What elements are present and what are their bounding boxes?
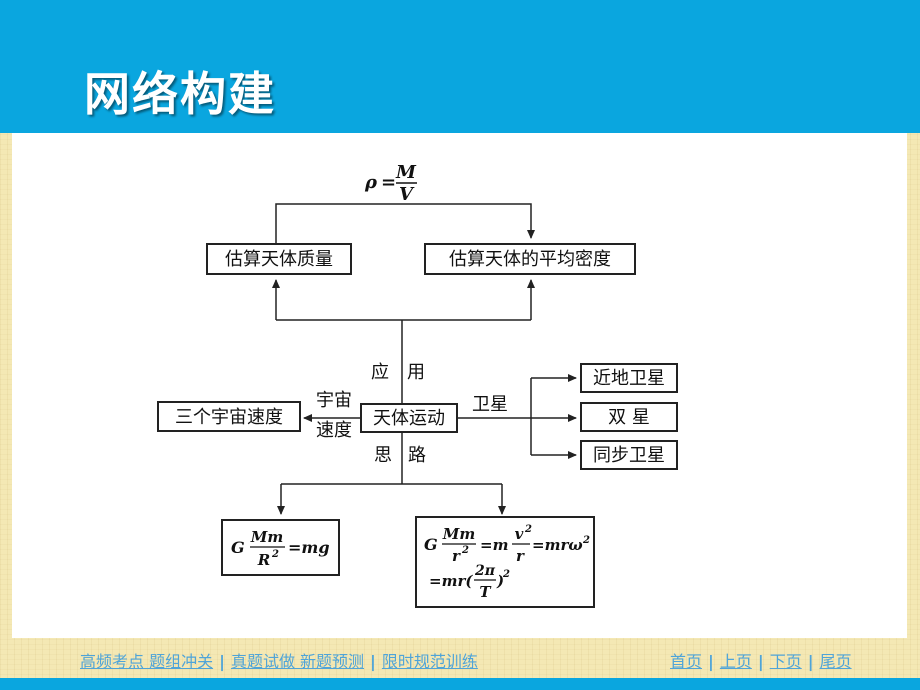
nav-link-timed-training[interactable]: 限时规范训练: [381, 652, 478, 671]
label-satellite: 卫星: [472, 394, 508, 415]
fl-G: G: [231, 538, 245, 557]
label-idea-2: 路: [408, 445, 426, 466]
bottom-strip: [0, 678, 920, 690]
fr-den-exponent: 2: [461, 545, 469, 556]
box-estimate-density: 估算天体的平均密度: [424, 243, 636, 275]
box-geosync-satellite: 同步卫星: [580, 440, 678, 470]
nav-link-frequent-topics[interactable]: 高频考点 题组冲关: [80, 652, 214, 671]
fl-denominator: R: [257, 551, 270, 569]
equals-sign: =: [381, 172, 396, 193]
fr-line2-b: ): [496, 572, 504, 590]
title-banner: 网络构建: [0, 0, 920, 133]
fr-eq2: =mrω: [532, 536, 583, 554]
mass-numerator: M: [395, 162, 417, 183]
page-title: 网络构建: [84, 67, 276, 121]
fl-numerator: Mm: [250, 528, 283, 546]
nav-right: 首页|上页|下页|尾页: [670, 652, 852, 671]
nav-link-exam-practice[interactable]: 真题试做 新题预测: [230, 652, 365, 671]
fl-rhs: =mg: [288, 538, 330, 557]
fr-v: v: [515, 525, 524, 543]
fr-2pi: 2π: [474, 563, 496, 579]
nav-last-page[interactable]: 尾页: [819, 652, 852, 671]
label-idea-1: 思: [374, 445, 392, 466]
fr-v-den: r: [516, 547, 525, 565]
fr-G: G: [424, 535, 438, 554]
label-apply-1: 应: [371, 362, 389, 383]
svg-text:近地卫星: 近地卫星: [593, 368, 665, 389]
nav-first-page[interactable]: 首页: [670, 652, 703, 671]
fr-w-exp: 2: [582, 535, 590, 546]
box-three-cosmic-velocities: 三个宇宙速度: [157, 401, 301, 432]
box-gravity-centripetal: [415, 516, 595, 608]
box-estimate-mass: 估算天体质量: [206, 243, 352, 275]
svg-text:三个宇宙速度: 三个宇宙速度: [175, 407, 283, 428]
fl-den-exponent: 2: [271, 549, 279, 560]
svg-text:估算天体质量: 估算天体质量: [225, 249, 333, 270]
arrow-mass-to-density: [275, 203, 535, 243]
fr-numerator: Mm: [442, 525, 475, 543]
box-celestial-motion: 天体运动: [360, 403, 458, 433]
label-cosmic-1: 宇宙: [316, 390, 352, 411]
volume-denominator: V: [399, 184, 415, 205]
density-formula: ρ = M V: [364, 162, 417, 205]
fr-eq1: =m: [480, 536, 508, 554]
fr-line2-a: =mr(: [429, 572, 473, 590]
svg-text:同步卫星: 同步卫星: [593, 445, 665, 466]
nav-next-page[interactable]: 下页: [769, 652, 802, 671]
box-binary-star: 双 星: [580, 402, 678, 432]
svg-text:双 星: 双 星: [608, 407, 650, 428]
fr-denominator: r: [452, 547, 461, 565]
nav-left: 高频考点 题组冲关|真题试做 新题预测|限时规范训练: [80, 652, 478, 671]
rho-symbol: ρ: [364, 172, 378, 193]
nav-prev-page[interactable]: 上页: [719, 652, 752, 671]
fr-line2-exp: 2: [502, 569, 510, 580]
label-cosmic-2: 速度: [316, 420, 352, 441]
svg-text:估算天体的平均密度: 估算天体的平均密度: [449, 249, 611, 270]
label-apply-2: 用: [407, 362, 425, 383]
fr-v-exp: 2: [524, 524, 532, 535]
fr-T: T: [479, 583, 492, 601]
box-near-earth-satellite: 近地卫星: [580, 363, 678, 393]
svg-text:天体运动: 天体运动: [373, 408, 445, 429]
